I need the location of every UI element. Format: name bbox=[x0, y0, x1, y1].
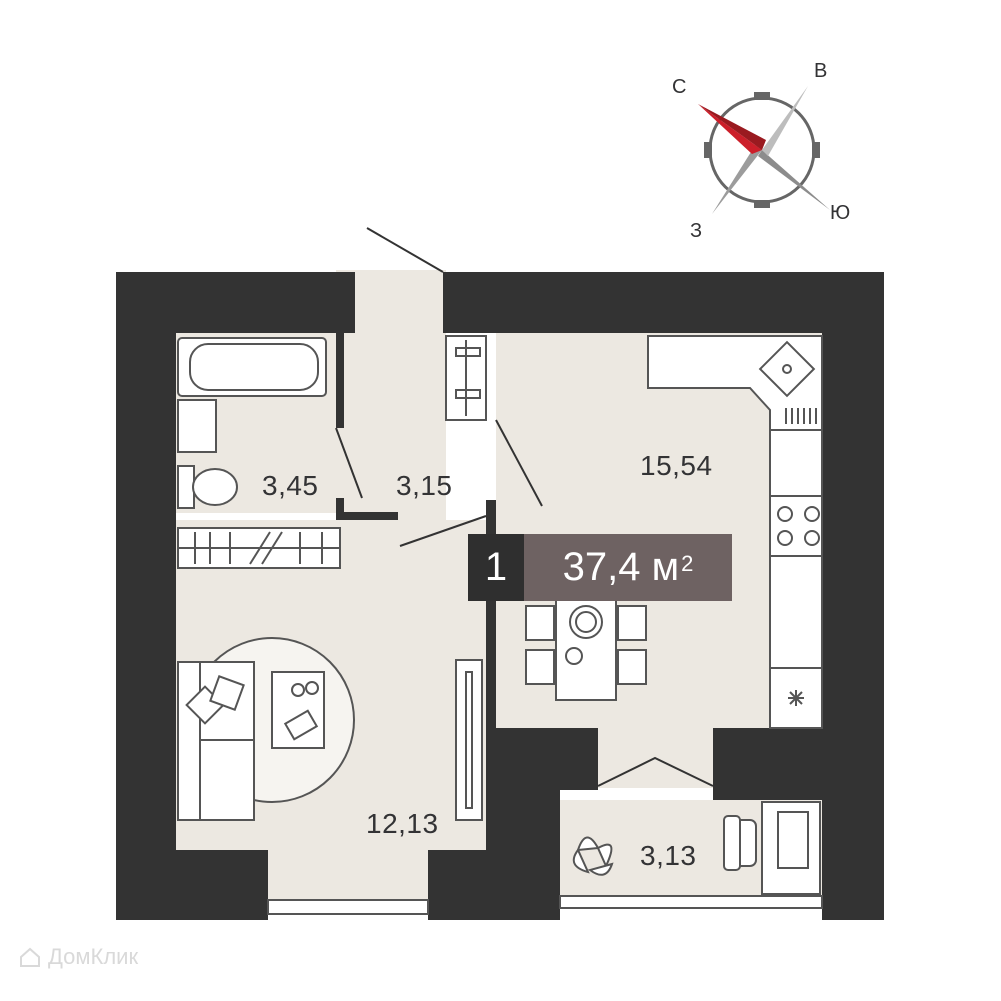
window-balcony bbox=[559, 895, 823, 909]
hall-radiator bbox=[445, 335, 487, 421]
house-icon bbox=[20, 947, 40, 967]
chair-arm bbox=[723, 815, 741, 871]
stove-burner bbox=[777, 506, 793, 522]
sink-drain bbox=[782, 364, 792, 374]
table-item bbox=[305, 681, 319, 695]
total-area-value: 37,4 м bbox=[562, 545, 680, 589]
compass-north-label: С bbox=[672, 76, 687, 98]
wardrobe bbox=[177, 527, 341, 569]
dining-set bbox=[525, 599, 647, 701]
wall-bath-bottom bbox=[336, 498, 344, 512]
monitor bbox=[777, 811, 809, 869]
doors bbox=[335, 227, 714, 787]
balcony-door bbox=[597, 756, 714, 787]
entrance-door bbox=[366, 227, 444, 273]
stove-burner bbox=[777, 530, 793, 546]
sofa-back bbox=[177, 661, 201, 821]
wall-bathroom-divider bbox=[336, 333, 344, 428]
wall-right-lower bbox=[713, 728, 822, 800]
total-area-unit-sup: 2 bbox=[681, 550, 694, 576]
room-area-living-room: 12,13 bbox=[366, 808, 439, 839]
stove-burner bbox=[804, 506, 820, 522]
wall-center-column bbox=[486, 520, 598, 850]
plate-inner bbox=[575, 611, 597, 633]
toilet-tank bbox=[177, 465, 195, 509]
bathtub-inner bbox=[189, 343, 319, 391]
radiator-fin bbox=[455, 389, 481, 399]
compass-needle-south bbox=[758, 150, 830, 210]
wall-hall-stub bbox=[486, 500, 496, 520]
plant-icon bbox=[572, 836, 614, 876]
compass-south-label: Ю bbox=[830, 202, 851, 224]
chair bbox=[617, 605, 647, 641]
compass-west-label: З bbox=[690, 220, 703, 242]
living-door bbox=[399, 515, 487, 547]
watermark: ДомКлик bbox=[18, 944, 138, 970]
sink-bath bbox=[177, 399, 217, 453]
room-area-balcony: 3,13 bbox=[640, 840, 697, 871]
hanger bbox=[261, 531, 283, 565]
balcony-furniture bbox=[572, 801, 821, 895]
chair bbox=[525, 605, 555, 641]
hanger bbox=[249, 531, 271, 565]
compass-east-label: В bbox=[814, 60, 828, 82]
toilet-bowl bbox=[192, 468, 238, 506]
room-area-kitchen: 15,54 bbox=[640, 450, 713, 481]
table-book bbox=[283, 709, 319, 741]
window-living bbox=[267, 899, 429, 915]
compass-needle-north-shade bbox=[698, 104, 766, 150]
wall-hall-right bbox=[443, 272, 496, 332]
compass-needle-east bbox=[762, 86, 808, 156]
compass bbox=[698, 86, 830, 214]
cushion bbox=[209, 675, 245, 711]
stove-burner bbox=[804, 530, 820, 546]
compass-needle-north bbox=[698, 104, 762, 154]
wall-left-block bbox=[116, 272, 355, 920]
cup bbox=[565, 647, 583, 665]
table-item bbox=[291, 683, 305, 697]
room-area-hallway: 3,15 bbox=[396, 470, 453, 501]
radiator-fin bbox=[455, 347, 481, 357]
fridge-snowflake-icon bbox=[788, 690, 804, 706]
kitchen-door bbox=[495, 419, 543, 507]
compass-needle-west bbox=[712, 144, 762, 214]
windows bbox=[267, 895, 823, 915]
wall-right-block bbox=[443, 272, 884, 920]
chair bbox=[525, 649, 555, 685]
dishwasher-grill bbox=[785, 408, 817, 424]
bathroom-fixtures bbox=[177, 337, 327, 509]
kitchen-fixtures bbox=[647, 335, 823, 729]
room-area-bathroom: 3,45 bbox=[262, 470, 319, 501]
watermark-text: ДомКлик bbox=[48, 944, 139, 969]
rooms-count-badge: 1 bbox=[468, 534, 524, 601]
wall-hall-shelf bbox=[336, 512, 398, 520]
compass-ticks bbox=[704, 92, 820, 208]
bathroom-door bbox=[335, 427, 363, 499]
chair bbox=[617, 649, 647, 685]
living-furniture bbox=[177, 637, 483, 821]
wall-bottom-left bbox=[428, 850, 560, 920]
walls bbox=[116, 272, 884, 920]
tv bbox=[465, 671, 473, 809]
kitchen-counter bbox=[647, 335, 823, 729]
